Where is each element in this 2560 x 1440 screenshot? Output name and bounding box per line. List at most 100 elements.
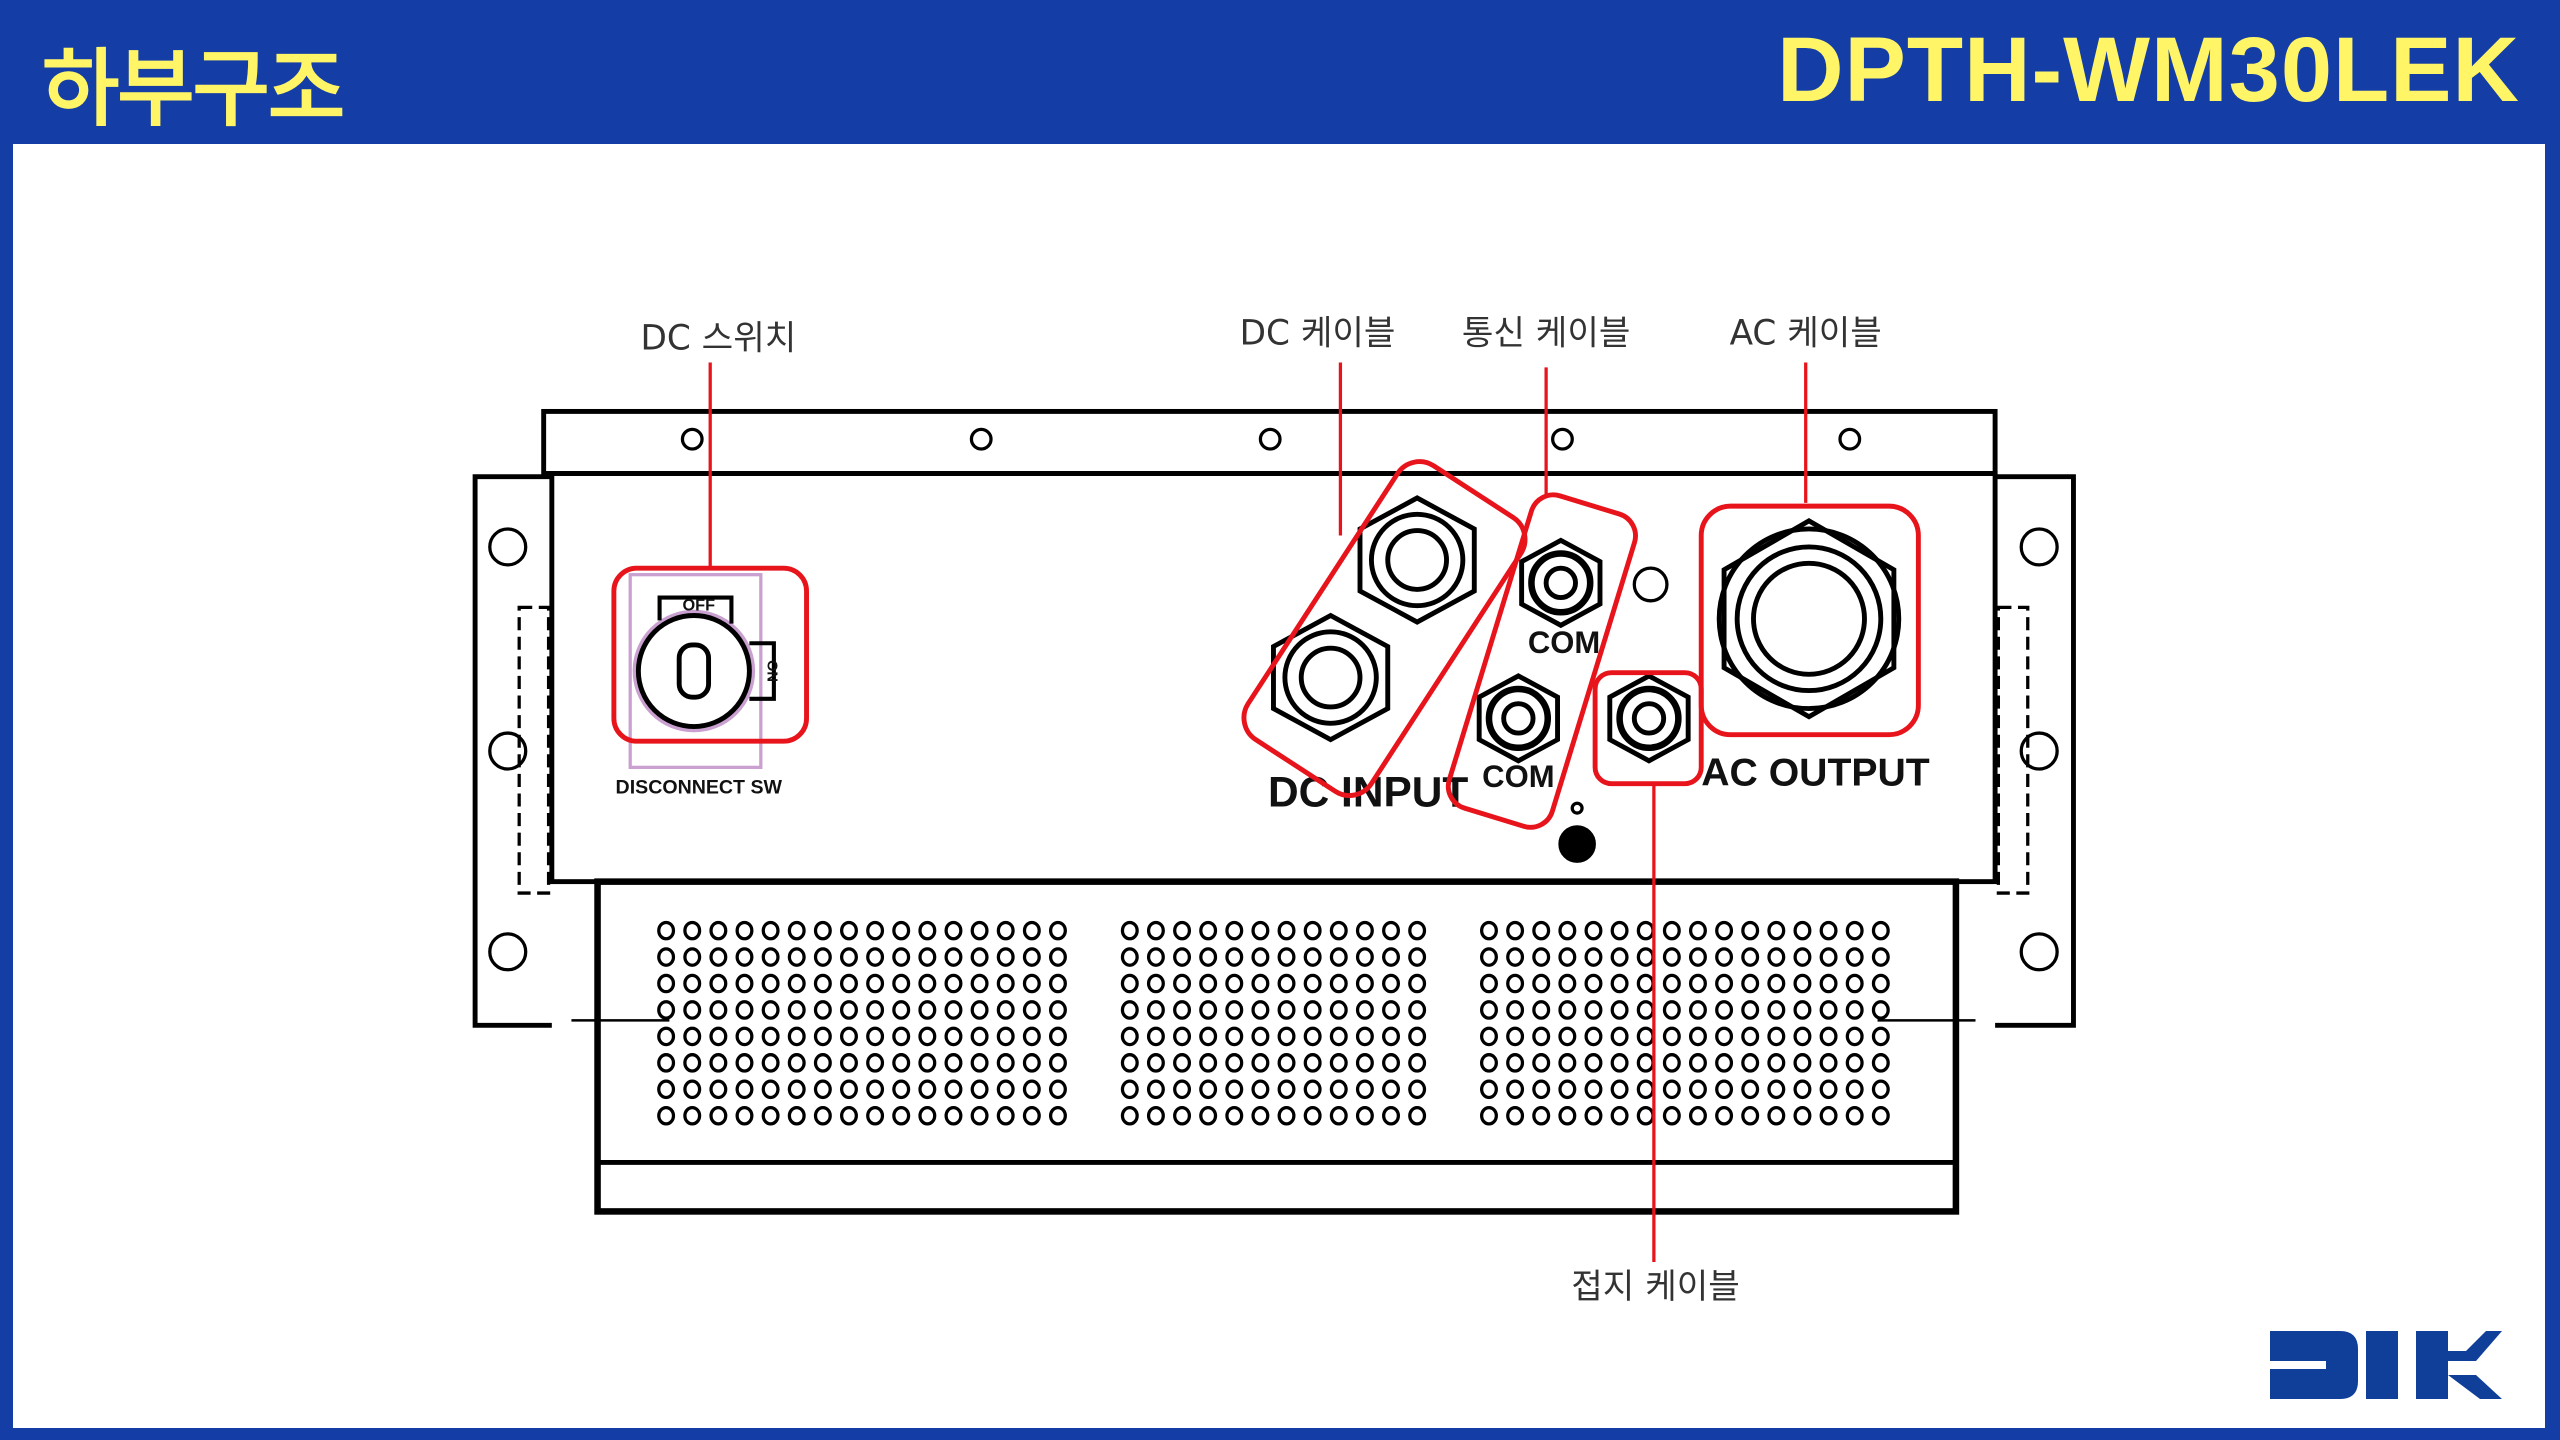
vent-hole bbox=[1715, 1105, 1734, 1126]
vent-hole bbox=[1480, 1000, 1498, 1020]
vent-hole bbox=[1173, 1079, 1192, 1100]
vent-hole bbox=[1120, 920, 1139, 941]
vent-hole bbox=[1819, 920, 1838, 941]
vent-hole bbox=[1480, 1105, 1498, 1126]
vent-hole bbox=[1048, 1105, 1067, 1126]
vent-hole bbox=[1303, 1053, 1322, 1073]
vent-hole bbox=[1355, 1053, 1374, 1073]
vent-hole bbox=[657, 1000, 676, 1020]
vent-hole bbox=[1688, 947, 1707, 967]
vent-hole bbox=[1610, 920, 1629, 941]
com-marking-1: COM bbox=[1528, 625, 1600, 660]
vent-hole bbox=[1845, 920, 1864, 941]
vent-hole bbox=[787, 973, 806, 994]
vent-hole bbox=[1408, 1000, 1427, 1020]
vent-hole bbox=[1277, 973, 1296, 994]
vent-hole bbox=[944, 1000, 963, 1020]
vent-hole bbox=[840, 947, 858, 967]
vent-hole bbox=[1688, 1000, 1707, 1020]
vent-hole bbox=[1636, 1000, 1655, 1020]
vent-hole bbox=[944, 1026, 963, 1047]
vent-hole bbox=[1048, 947, 1067, 967]
vent-hole bbox=[1610, 1000, 1629, 1020]
vent-hole bbox=[970, 1026, 989, 1047]
vent-hole bbox=[1871, 920, 1890, 941]
vent-hole bbox=[918, 973, 937, 994]
vent-hole bbox=[1715, 1079, 1734, 1100]
vent-hole bbox=[1532, 947, 1551, 967]
vent-hole bbox=[1767, 1000, 1786, 1020]
vent-hole bbox=[1610, 947, 1629, 967]
vent-hole bbox=[709, 947, 728, 967]
vent-hole bbox=[840, 920, 858, 941]
vent-hole bbox=[1715, 1000, 1734, 1020]
vent-hole bbox=[1225, 920, 1244, 941]
vent-hole bbox=[1199, 1053, 1218, 1073]
vent-hole bbox=[866, 1000, 885, 1020]
vent-hole bbox=[1845, 1026, 1864, 1047]
vent-hole bbox=[683, 1000, 702, 1020]
vent-hole bbox=[1584, 1000, 1603, 1020]
vent-hole bbox=[1251, 1105, 1270, 1126]
vent-hole bbox=[813, 973, 832, 994]
vent-hole bbox=[1688, 973, 1707, 994]
vent-hole bbox=[1532, 1105, 1551, 1126]
vent-hole bbox=[1688, 1105, 1707, 1126]
vent-hole bbox=[1408, 1026, 1427, 1047]
vent-hole bbox=[1199, 947, 1218, 967]
vent-hole bbox=[1199, 1105, 1218, 1126]
vent-hole bbox=[1329, 947, 1348, 967]
header-bar: 하부구조 DPTH-WM30LEK bbox=[0, 0, 2560, 144]
vent-hole bbox=[892, 947, 911, 967]
vent-hole bbox=[996, 947, 1015, 967]
vent-hole bbox=[1382, 1053, 1400, 1073]
vent-hole bbox=[657, 1053, 676, 1073]
vent-hole bbox=[787, 1000, 806, 1020]
vent-hole bbox=[1688, 1026, 1707, 1047]
vent-hole bbox=[1146, 947, 1165, 967]
switch-on-marking: ON bbox=[763, 660, 779, 682]
vent-hole bbox=[1146, 973, 1165, 994]
right-bracket bbox=[1995, 474, 2076, 1028]
vent-hole bbox=[1819, 947, 1838, 967]
vent-hole bbox=[657, 920, 676, 941]
vent-hole bbox=[709, 1105, 728, 1126]
vent-hole bbox=[709, 920, 728, 941]
vent-hole bbox=[1584, 973, 1603, 994]
vent-hole bbox=[1610, 1053, 1629, 1073]
vent-hole bbox=[657, 1026, 676, 1047]
vent-hole bbox=[787, 920, 806, 941]
vent-hole bbox=[1277, 1105, 1296, 1126]
vent-plug bbox=[1632, 566, 1669, 603]
vent-hole bbox=[1845, 1000, 1864, 1020]
vent-hole bbox=[1793, 920, 1812, 941]
vent-hole bbox=[1845, 1105, 1864, 1126]
vent-hole bbox=[1277, 1053, 1296, 1073]
vent-hole bbox=[1741, 1105, 1760, 1126]
vent-hole bbox=[1382, 920, 1400, 941]
vent-hole bbox=[657, 1105, 676, 1126]
vent-hole bbox=[1793, 947, 1812, 967]
vent-hole bbox=[866, 947, 885, 967]
vent-hole bbox=[1532, 1053, 1551, 1073]
vent-hole bbox=[1558, 1026, 1577, 1047]
vent-hole bbox=[1662, 947, 1681, 967]
vent-hole bbox=[1767, 1053, 1786, 1073]
dik-logo bbox=[2270, 1331, 2502, 1399]
vent-hole bbox=[1251, 1000, 1270, 1020]
vent-hole bbox=[1871, 1105, 1890, 1126]
vent-hole bbox=[996, 920, 1015, 941]
vent-hole bbox=[1741, 920, 1760, 941]
vent-hole bbox=[1688, 1053, 1707, 1073]
vent-hole bbox=[1048, 1053, 1067, 1073]
vent-hole bbox=[866, 1053, 885, 1073]
vent-hole bbox=[657, 1079, 676, 1100]
vent-hole bbox=[1715, 920, 1734, 941]
vent-hole bbox=[709, 1053, 728, 1073]
ac-output-gland bbox=[1716, 517, 1902, 720]
vent-hole bbox=[787, 1026, 806, 1047]
vent-hole bbox=[1173, 947, 1192, 967]
vent-hole bbox=[1819, 973, 1838, 994]
vent-hole bbox=[1662, 1053, 1681, 1073]
